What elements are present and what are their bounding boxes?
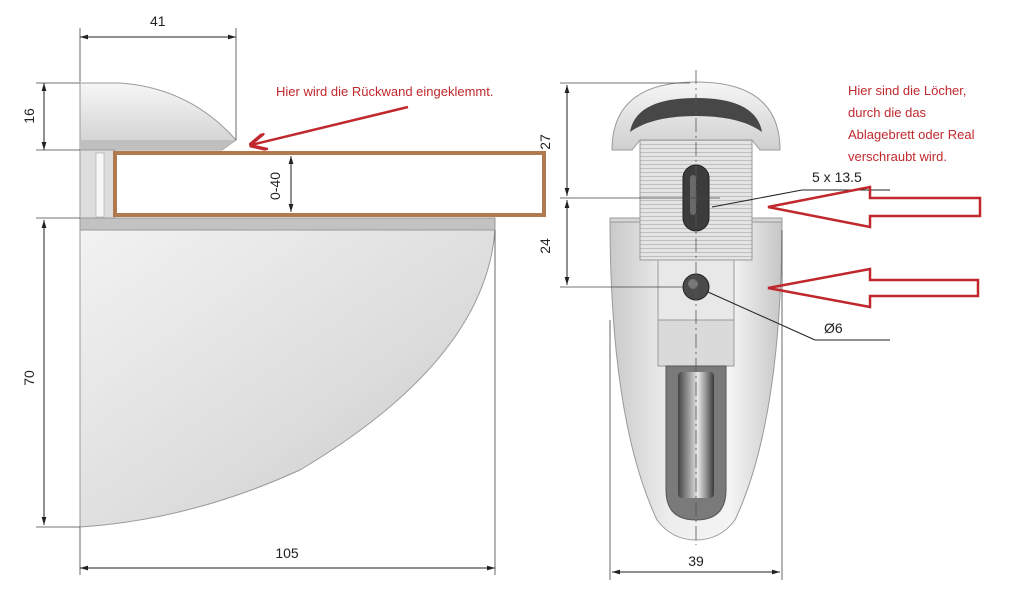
upper-jaw-edge: [80, 140, 236, 150]
upper-jaw: [79, 82, 237, 151]
holes-annotation: Hier sind die Löcher, durch die das Abla…: [767, 83, 982, 309]
spine-groove: [95, 152, 105, 218]
slot-pointer-arrow: [767, 185, 982, 229]
back-wall-note: Hier wird die Rückwand eingeklemmt.: [276, 84, 493, 99]
dim-label-70: 70: [21, 370, 37, 386]
holes-note-line-2: durch die das: [848, 105, 927, 120]
dimension-width-top: 41: [79, 13, 237, 140]
slot-highlight: [690, 175, 696, 215]
hole-pointer-arrow: [767, 267, 980, 309]
lower-support: [79, 229, 496, 528]
lower-support-top: [79, 217, 496, 231]
hole-callout: Ø6: [707, 291, 890, 341]
dimension-length: 105: [79, 230, 496, 575]
dimension-front-width: 39: [609, 230, 783, 580]
holes-note-line-3: Ablagebrett oder Real: [848, 127, 975, 142]
dimension-height-bottom: 70: [21, 217, 80, 528]
dimension-gap: 0-40: [267, 156, 294, 212]
slot-callout: 5 x 13.5: [711, 169, 890, 208]
dim-label-16: 16: [21, 108, 37, 124]
holes-note-line-4: verschraubt wird.: [848, 149, 947, 164]
side-view: [79, 82, 546, 528]
dimension-height-top: 16: [21, 82, 80, 151]
dim-label-diameter: Ø6: [824, 320, 843, 336]
round-hole-inner: [688, 279, 698, 289]
holes-note-line-1: Hier sind die Löcher,: [848, 83, 967, 98]
shelf-board: [113, 151, 546, 217]
back-wall-annotation: Hier wird die Rückwand eingeklemmt.: [251, 84, 493, 145]
cap-inner: [630, 98, 762, 132]
dimension-hole-distances: 27 24: [537, 82, 720, 288]
dim-label-slot: 5 x 13.5: [812, 169, 862, 185]
back-wall-arrow: [251, 105, 409, 145]
dim-label-39: 39: [688, 553, 704, 569]
dim-label-41: 41: [150, 13, 166, 29]
dim-label-105: 105: [275, 545, 299, 561]
dim-label-24: 24: [537, 238, 553, 254]
dim-label-gap: 0-40: [267, 172, 283, 200]
dim-label-27: 27: [537, 134, 553, 150]
